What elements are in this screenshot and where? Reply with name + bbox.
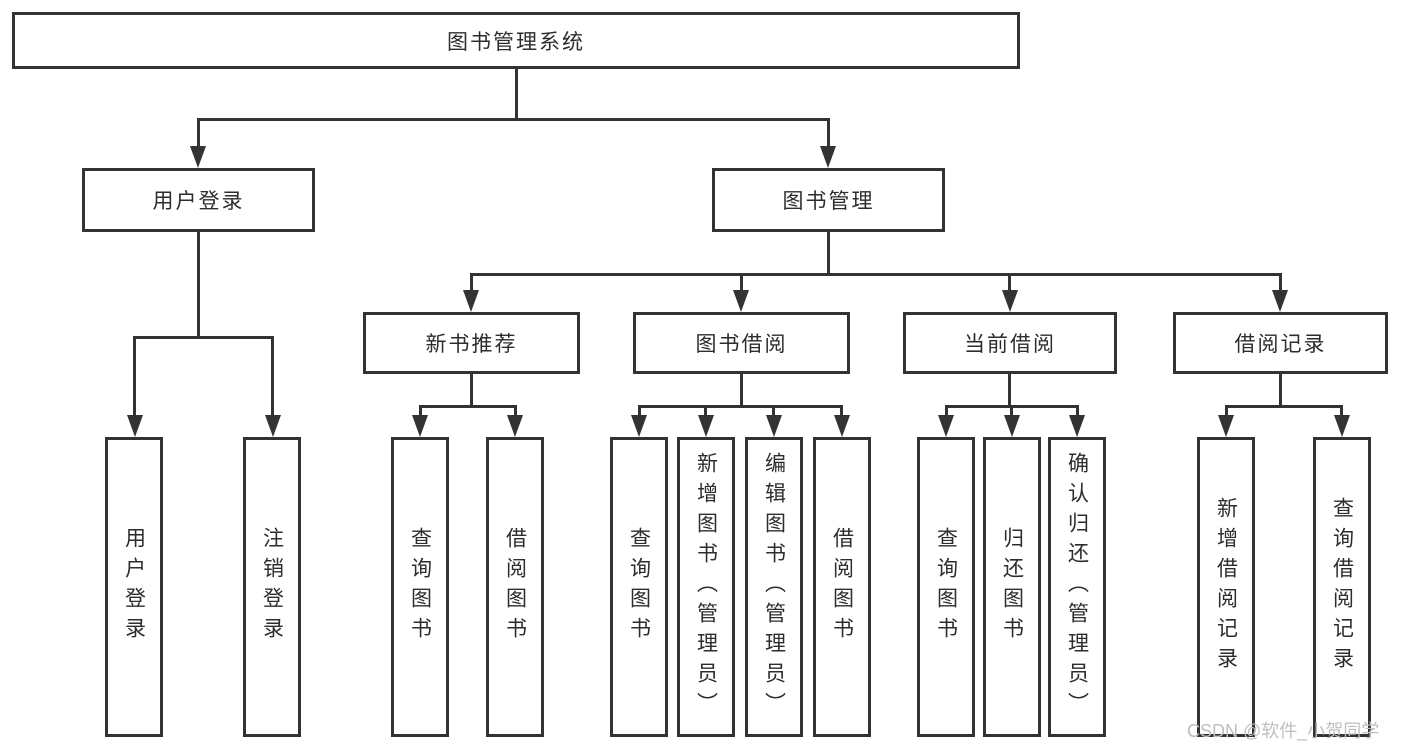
arrow-down-icon [412,415,428,437]
connector-line [419,405,422,417]
connector-line [1225,405,1343,408]
connector-line [740,273,743,293]
node-current-borrow: 当前借阅 [903,312,1117,374]
arrow-down-icon [1069,415,1085,437]
leaf-records-query-record: 查询借阅记录 [1313,437,1371,737]
connector-line [271,336,274,416]
node-label: 图书借阅 [695,333,788,356]
connector-line [740,374,743,405]
connector-line [945,405,948,417]
connector-line [827,118,830,148]
leaf-recommend-query-books: 查询图书 [391,437,449,737]
node-new-book-recommend: 新书推荐 [363,312,580,374]
arrow-down-icon [190,146,206,168]
connector-line [197,118,830,121]
leaf-label: 归还图书 [1000,527,1024,647]
connector-line [133,336,274,339]
connector-line [1340,405,1343,417]
connector-line [197,118,200,148]
arrow-down-icon [631,415,647,437]
leaf-label: 编辑图书（管理员） [762,452,786,722]
arrow-down-icon [507,415,523,437]
arrow-down-icon [834,415,850,437]
arrow-down-icon [1334,415,1350,437]
leaf-recommend-borrow-books: 借阅图书 [486,437,544,737]
arrow-down-icon [820,146,836,168]
watermark: CSDN @软件_小贺同学 [1187,721,1380,741]
connector-line [1010,405,1013,417]
leaf-label: 注销登录 [260,527,284,647]
node-book-borrow: 图书借阅 [633,312,850,374]
connector-line [197,232,200,336]
leaf-label: 查询借阅记录 [1330,497,1354,677]
arrow-down-icon [1272,290,1288,312]
node-label: 图书管理系统 [447,30,585,54]
arrow-down-icon [1218,415,1234,437]
leaf-records-add-record: 新增借阅记录 [1197,437,1255,737]
connector-line [840,405,843,417]
leaf-label: 借阅图书 [503,527,527,647]
connector-line [419,405,517,408]
leaf-label: 新增借阅记录 [1214,497,1238,677]
leaf-label: 借阅图书 [830,527,854,647]
connector-line [514,405,517,417]
connector-line [827,232,830,273]
node-label: 图书管理 [782,190,875,213]
node-library-management-system: 图书管理系统 [12,12,1020,69]
leaf-label: 新增图书（管理员） [694,452,718,722]
leaf-current-confirm-return-admin: 确认归还（管理员） [1048,437,1106,737]
node-book-management: 图书管理 [712,168,945,232]
leaf-label: 确认归还（管理员） [1065,452,1089,722]
connector-line [133,336,136,416]
leaf-borrow-borrow-books: 借阅图书 [813,437,871,737]
leaf-current-query-books: 查询图书 [917,437,975,737]
node-user-login: 用户登录 [82,168,315,232]
leaf-logout: 注销登录 [243,437,301,737]
leaf-label: 查询图书 [408,527,432,647]
leaf-borrow-query-books: 查询图书 [610,437,668,737]
connector-line [704,405,707,417]
connector-line [470,273,473,293]
connector-line [638,405,843,408]
connector-line [1008,374,1011,405]
arrow-down-icon [938,415,954,437]
node-label: 当前借阅 [964,333,1056,356]
node-label: 新书推荐 [425,333,518,356]
arrow-down-icon [766,415,782,437]
leaf-label: 查询图书 [627,527,651,647]
leaf-label: 查询图书 [934,527,958,647]
node-label: 借阅记录 [1234,333,1327,356]
connector-line [470,273,1282,276]
arrow-down-icon [265,415,281,437]
connector-line [1225,405,1228,417]
node-borrow-records: 借阅记录 [1173,312,1388,374]
connector-line [1279,273,1282,293]
connector-line [1279,374,1282,405]
leaf-current-return-books: 归还图书 [983,437,1041,737]
leaf-borrow-edit-books-admin: 编辑图书（管理员） [745,437,803,737]
connector-line [638,405,641,417]
leaf-label: 用户登录 [122,527,146,647]
connector-line [470,374,473,405]
arrow-down-icon [463,290,479,312]
arrow-down-icon [733,290,749,312]
connector-line [515,67,518,118]
node-label: 用户登录 [152,190,245,213]
arrow-down-icon [698,415,714,437]
leaf-user-login: 用户登录 [105,437,163,737]
arrow-down-icon [1002,290,1018,312]
arrow-down-icon [1004,415,1020,437]
arrow-down-icon [127,415,143,437]
leaf-borrow-add-books-admin: 新增图书（管理员） [677,437,735,737]
connector-line [1008,273,1011,293]
connector-line [772,405,775,417]
connector-line [1076,405,1079,417]
